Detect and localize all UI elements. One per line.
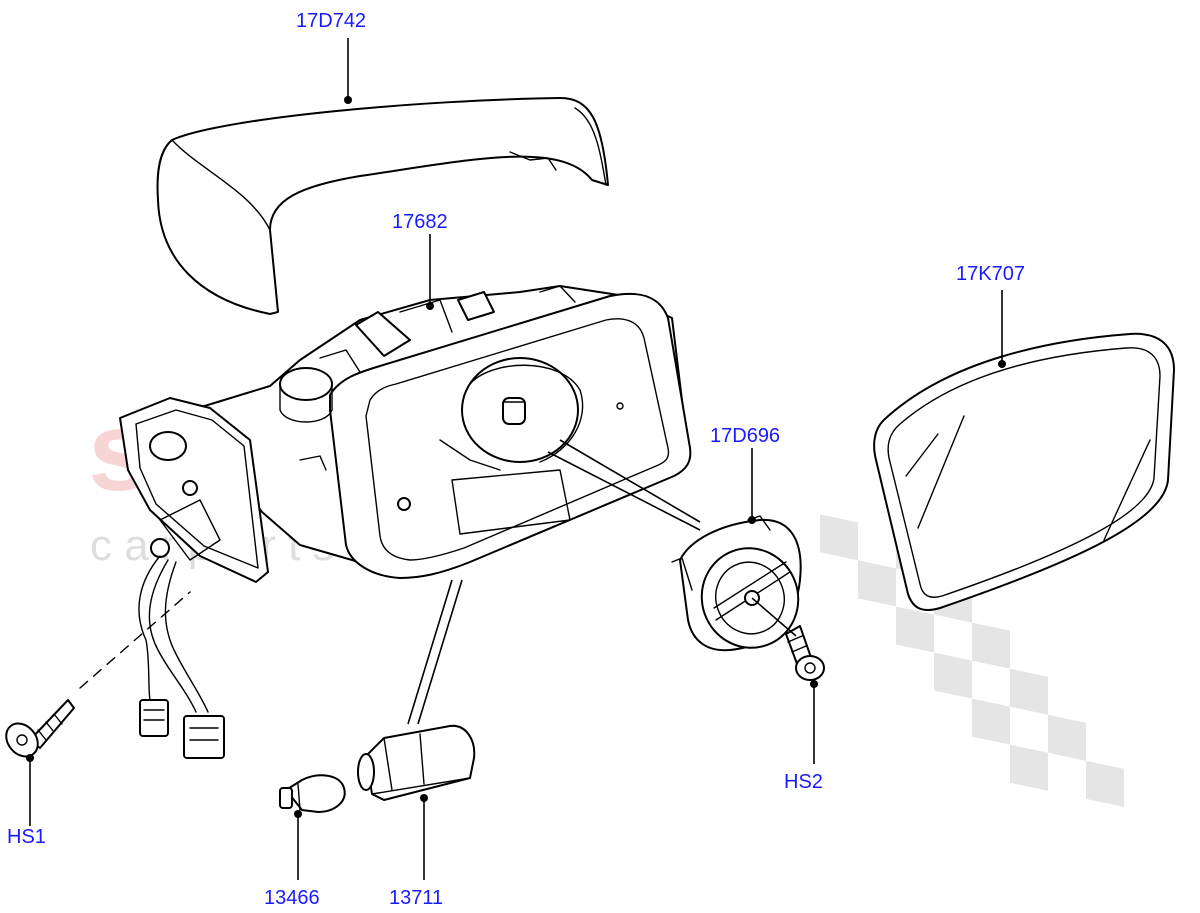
projection-lines [407,439,797,725]
callout-housing: 17682 [392,211,448,233]
leader-lines [26,38,1006,880]
callout-cover: 17D742 [296,10,366,32]
wiring-harness-part [79,555,225,759]
callout-bulb: 13466 [264,887,320,909]
callout-screw-hs1: HS1 [7,826,46,848]
mirror-cover-part [156,97,609,315]
mirror-glass-part [873,332,1175,612]
actuator-part [671,515,802,652]
callout-glass: 17K707 [956,263,1025,285]
callout-actuator: 17D696 [710,425,780,447]
screw-hs2-part [785,625,825,681]
callout-screw-hs2: HS2 [784,771,823,793]
callout-lamp: 13711 [389,887,443,909]
screw-hs1-part [5,699,75,758]
callout-labels: 17D742 17682 17K707 17D696 HS2 HS1 13466… [7,10,1025,909]
mirror-housing-part [119,285,692,583]
lamp-housing-part [357,724,476,801]
bulb-part [279,774,346,813]
